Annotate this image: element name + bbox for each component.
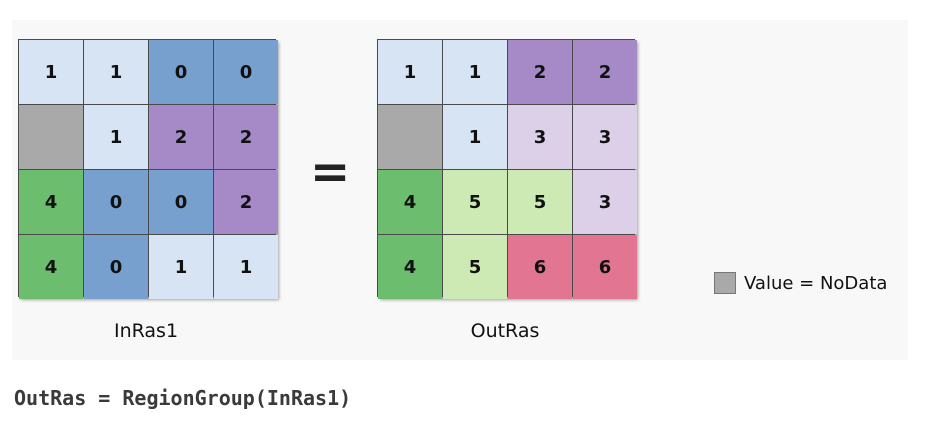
raster-cell: 2 [573,40,637,104]
output-raster-caption: OutRas [470,320,540,342]
raster-cell: 3 [573,170,637,234]
raster-cell: 1 [84,105,148,169]
raster-cell: 4 [19,170,83,234]
raster-cell: 2 [214,105,278,169]
nodata-legend-label: Value = NoData [744,272,888,294]
raster-cell: 4 [378,235,442,299]
raster-cell: 5 [443,170,507,234]
raster-cell: 1 [443,40,507,104]
raster-cell: 1 [149,235,213,299]
raster-cell: 0 [84,170,148,234]
raster-cell: 1 [214,235,278,299]
raster-cell: 1 [378,40,442,104]
equals-sign: = [310,144,351,200]
raster-cell: 2 [508,40,572,104]
raster-cell: 0 [149,40,213,104]
raster-cell: 2 [214,170,278,234]
raster-cell: 4 [19,235,83,299]
raster-cell: 0 [149,170,213,234]
raster-cell: 1 [84,40,148,104]
raster-cell: 1 [19,40,83,104]
formula-text: OutRas = RegionGroup(InRas1) [14,386,352,410]
raster-cell: 6 [508,235,572,299]
input-raster-caption: InRas1 [113,320,179,342]
nodata-legend: Value = NoData [714,272,887,294]
nodata-cell [378,105,442,169]
raster-cell: 5 [443,235,507,299]
raster-cell: 0 [214,40,278,104]
raster-cell: 1 [443,105,507,169]
raster-cell: 3 [573,105,637,169]
raster-cell: 5 [508,170,572,234]
raster-cell: 0 [84,235,148,299]
raster-cell: 2 [149,105,213,169]
nodata-cell [19,105,83,169]
raster-cell: 4 [378,170,442,234]
nodata-swatch [714,272,736,294]
raster-cell: 6 [573,235,637,299]
raster-cell: 3 [508,105,572,169]
